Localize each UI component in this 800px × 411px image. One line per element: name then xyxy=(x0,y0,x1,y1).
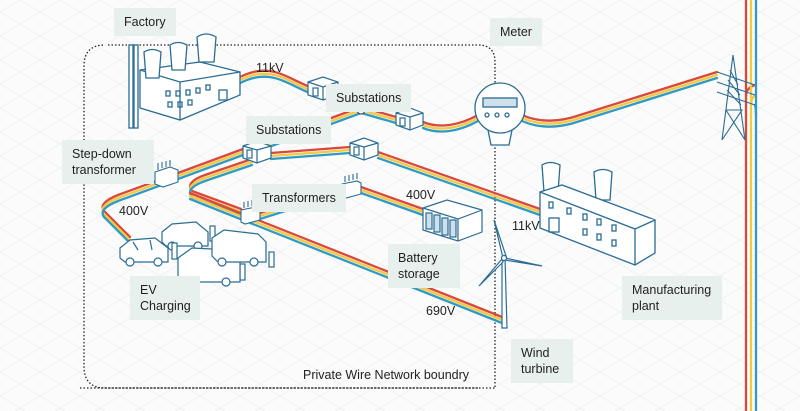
substation-icon xyxy=(349,137,379,161)
battery-storage-label: Battery storage xyxy=(388,244,460,288)
manufacturing-plant-icon xyxy=(539,161,656,266)
factory-icon xyxy=(128,33,241,129)
voltage-400v-battery: 400V xyxy=(406,188,436,202)
step-down-feed xyxy=(101,153,245,245)
substations-top-label: Substations xyxy=(326,84,412,112)
pylon-to-grid-cable xyxy=(749,93,757,108)
factory-cable xyxy=(238,75,312,95)
factory-label: Factory xyxy=(114,8,176,36)
ev-car-icon xyxy=(161,221,209,251)
van-icon xyxy=(211,229,267,267)
pylon-to-grid-cable xyxy=(744,83,757,98)
voltage-11kv-factory: 11kV xyxy=(256,61,284,75)
meter-to-pylon xyxy=(520,76,719,128)
step-down-transformer-label: Step-down transformer xyxy=(62,140,154,184)
meter-label: Meter xyxy=(490,18,542,46)
pylon-to-grid-cable xyxy=(753,103,758,118)
factory-cable xyxy=(238,72,312,92)
transformers-label: Transformers xyxy=(252,184,346,212)
plant-feed xyxy=(269,148,542,214)
transformer-icon xyxy=(154,160,179,188)
charger-icon xyxy=(171,225,275,281)
factory-cable xyxy=(238,69,312,89)
substation-icon xyxy=(395,107,424,131)
battery-feed xyxy=(359,185,425,211)
wind-turbine-icon xyxy=(478,219,543,329)
voltage-11kv-plant: 11kV xyxy=(512,219,540,233)
manufacturing-plant-label: Manufacturing plant xyxy=(622,276,722,320)
ev-charging-label: EV Charging xyxy=(130,276,200,320)
plant-feed xyxy=(269,151,542,217)
ev-car-icon xyxy=(119,237,169,267)
substations-left-label: Substations xyxy=(246,116,332,144)
substation-icon xyxy=(242,140,272,164)
boundary-label: Private Wire Network boundry xyxy=(303,368,470,382)
battery-icon xyxy=(422,199,483,242)
meter-to-pylon xyxy=(520,73,719,125)
meter-to-pylon xyxy=(520,70,719,122)
pylon-icon xyxy=(716,54,756,141)
wind-turbine-label: Wind turbine xyxy=(511,339,573,383)
voltage-400v-ev: 400V xyxy=(119,204,149,218)
plant-feed xyxy=(269,145,542,211)
battery-feed xyxy=(359,191,425,217)
meter-icon xyxy=(474,82,526,146)
ev-charging-icon xyxy=(119,221,275,287)
battery-feed xyxy=(359,188,425,214)
voltage-690v-wind: 690V xyxy=(426,304,456,318)
